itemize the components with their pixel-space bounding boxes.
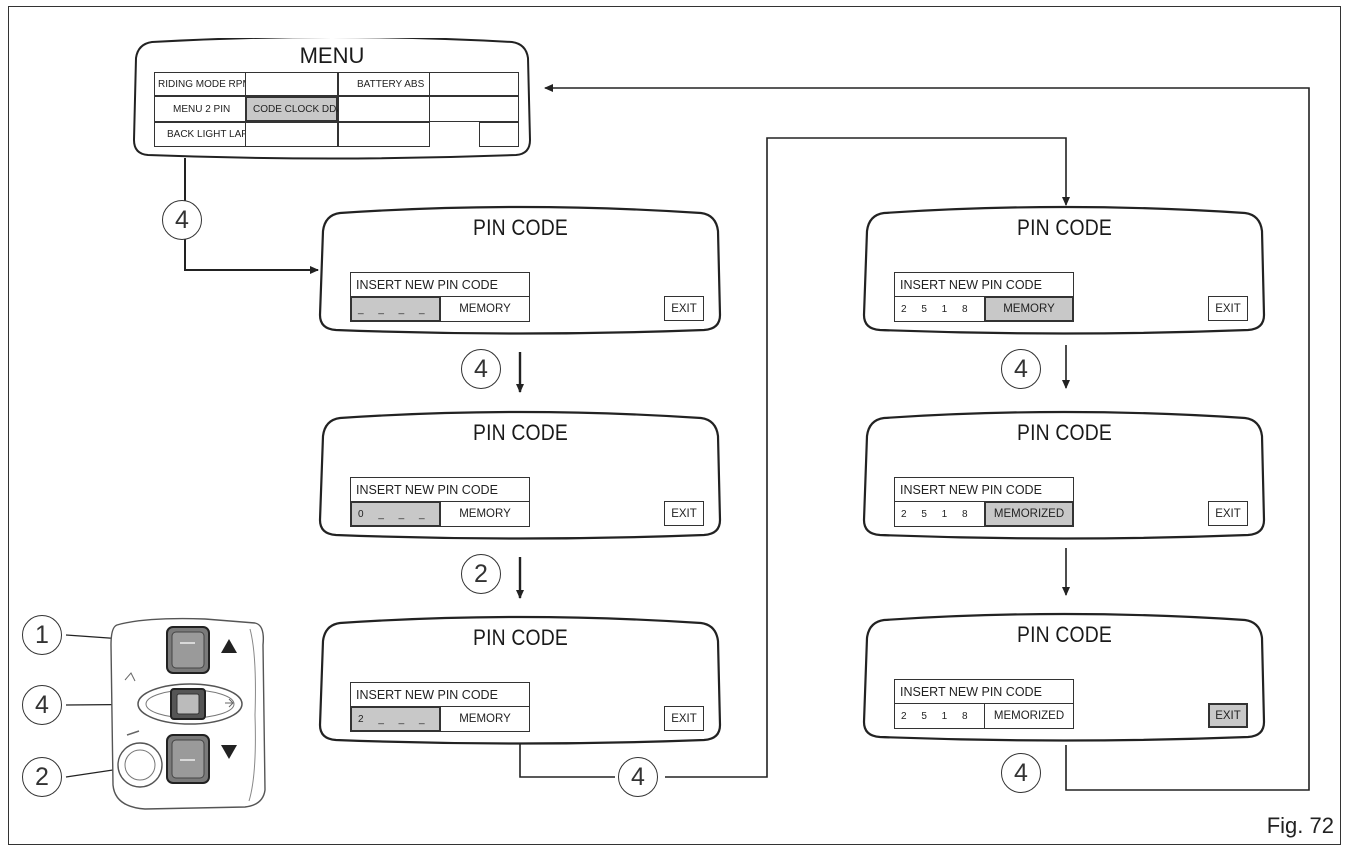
exit-option: EXIT — [664, 501, 704, 526]
handlebar-switch-icon — [110, 617, 266, 810]
step-circle-p2: 2 — [461, 554, 501, 594]
step-circle-p6: 4 — [1001, 753, 1041, 793]
menu-cell-battery-abs: BATTERY ABS — [338, 72, 430, 96]
panel-prompt: INSERT NEW PIN CODE — [894, 272, 1074, 297]
figure-label: Fig. 72 — [1266, 813, 1334, 838]
panel-title: PIN CODE — [472, 420, 568, 445]
switch-label-1: 1 — [22, 615, 62, 655]
panel-title: PIN CODE — [1016, 622, 1112, 647]
panel-prompt: INSERT NEW PIN CODE — [350, 272, 530, 297]
panel-prompt: INSERT NEW PIN CODE — [350, 682, 530, 707]
menu-display: MENU RIDING MODE RPM BATTERY ABS MENU 2 … — [132, 38, 532, 160]
pin-entry-field: 2 5 1 8 — [894, 501, 985, 527]
menu-cell-blank-1 — [245, 72, 338, 96]
panel-prompt: INSERT NEW PIN CODE — [894, 679, 1074, 704]
memory-option: MEMORY — [440, 501, 530, 527]
step-circle-bottom: 4 — [618, 757, 658, 797]
exit-option: EXIT — [664, 296, 704, 321]
menu-cell-blank-6 — [338, 122, 430, 147]
menu-cell-blank-7 — [479, 122, 519, 147]
menu-cell-menu2-pin: MENU 2 PIN — [154, 96, 246, 122]
step-circle-p1: 4 — [461, 349, 501, 389]
pin-entry-field: 2 5 1 8 — [894, 703, 985, 729]
connector-p6-to-menu — [544, 84, 1310, 791]
memory-option: MEMORIZED — [984, 703, 1074, 729]
exit-option: EXIT — [1208, 703, 1248, 728]
exit-option: EXIT — [664, 706, 704, 731]
exit-option: EXIT — [1208, 296, 1248, 321]
memory-option: MEMORIZED — [984, 501, 1074, 527]
connector-menu-to-p1 — [184, 158, 319, 274]
pin-entry-field: 2 5 1 8 — [894, 296, 985, 322]
menu-cell-back-light: BACK LIGHT LAP SET UNITS EXIT — [154, 122, 328, 147]
connector-p3-to-p4 — [519, 137, 1066, 778]
menu-cell-blank-2 — [429, 72, 519, 96]
switch-label-4: 4 — [22, 685, 62, 725]
pin-entry-field: 0 _ _ _ — [350, 501, 441, 527]
panel-title: PIN CODE — [472, 215, 568, 240]
pin-entry-field: _ _ _ _ — [350, 296, 441, 322]
panel-title: PIN CODE — [472, 625, 568, 650]
memory-option: MEMORY — [440, 706, 530, 732]
memory-option: MEMORY — [440, 296, 530, 322]
panel-prompt: INSERT NEW PIN CODE — [894, 477, 1074, 502]
figure-frame — [8, 6, 1341, 845]
step-circle-p4: 4 — [1001, 349, 1041, 389]
menu-cell-blank-3 — [338, 96, 430, 122]
menu-title: MENU — [299, 43, 365, 68]
switch-label-2: 2 — [22, 757, 62, 797]
pin-entry-field: 2 _ _ _ — [350, 706, 441, 732]
panel-title: PIN CODE — [1016, 215, 1112, 240]
menu-cell-blank-5 — [245, 122, 338, 147]
panel-title: PIN CODE — [1016, 420, 1112, 445]
memory-option: MEMORY — [984, 296, 1074, 322]
exit-option: EXIT — [1208, 501, 1248, 526]
pin-code-panel-1: PIN CODE INSERT NEW PIN CODE_ _ _ _MEMORY… — [318, 205, 723, 335]
step-circle-menu: 4 — [162, 200, 202, 240]
menu-cell-blank-4 — [429, 96, 519, 122]
menu-cell-riding-mode: RIDING MODE RPM — [154, 72, 251, 96]
panel-prompt: INSERT NEW PIN CODE — [350, 477, 530, 502]
menu-cell-pin-code-selected: CODE CLOCK DDA — [245, 96, 343, 122]
